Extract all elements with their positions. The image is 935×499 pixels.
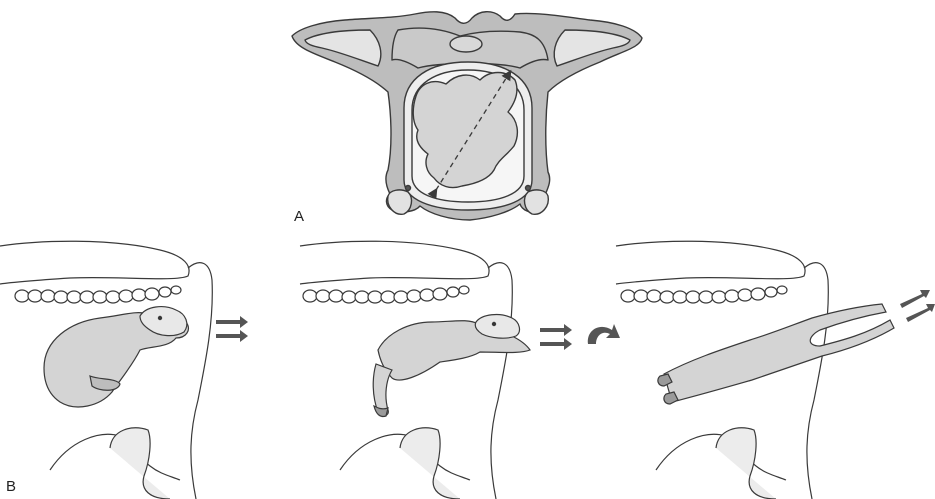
right-ischium [525,190,549,214]
pelvis-cross-section [292,12,642,220]
left-foramen [406,186,411,191]
vertebrae [15,286,181,303]
arrow-pair-stage-2 [540,324,572,350]
calf-eye [492,322,495,325]
panel-label-a: A [294,208,304,225]
dam-back-outline [616,241,805,284]
scene-stage-2 [300,241,530,499]
scene-stage-1 [0,241,212,499]
arrow-pair-stage-3 [900,290,935,322]
dam-tail-line [188,263,212,499]
arrow-pair-stage-1 [216,316,248,342]
leg-outline [716,428,776,499]
dam-back-outline [0,241,189,284]
right-foramen [526,186,531,191]
calf-eye [158,316,161,319]
spinal-canal [450,36,482,52]
dam-tail-line [804,263,828,499]
dam-back-outline [300,241,489,284]
rotation-arrow-icon [588,324,620,344]
dam-tail-line [488,263,512,499]
vertebrae [303,286,469,303]
scene-stage-3 [616,241,894,499]
leg-outline [110,428,170,499]
leg-outline [400,428,460,499]
vertebrae [621,286,787,303]
left-ischium [388,190,412,214]
calf-body [664,304,894,402]
panel-label-b: B [6,478,16,495]
